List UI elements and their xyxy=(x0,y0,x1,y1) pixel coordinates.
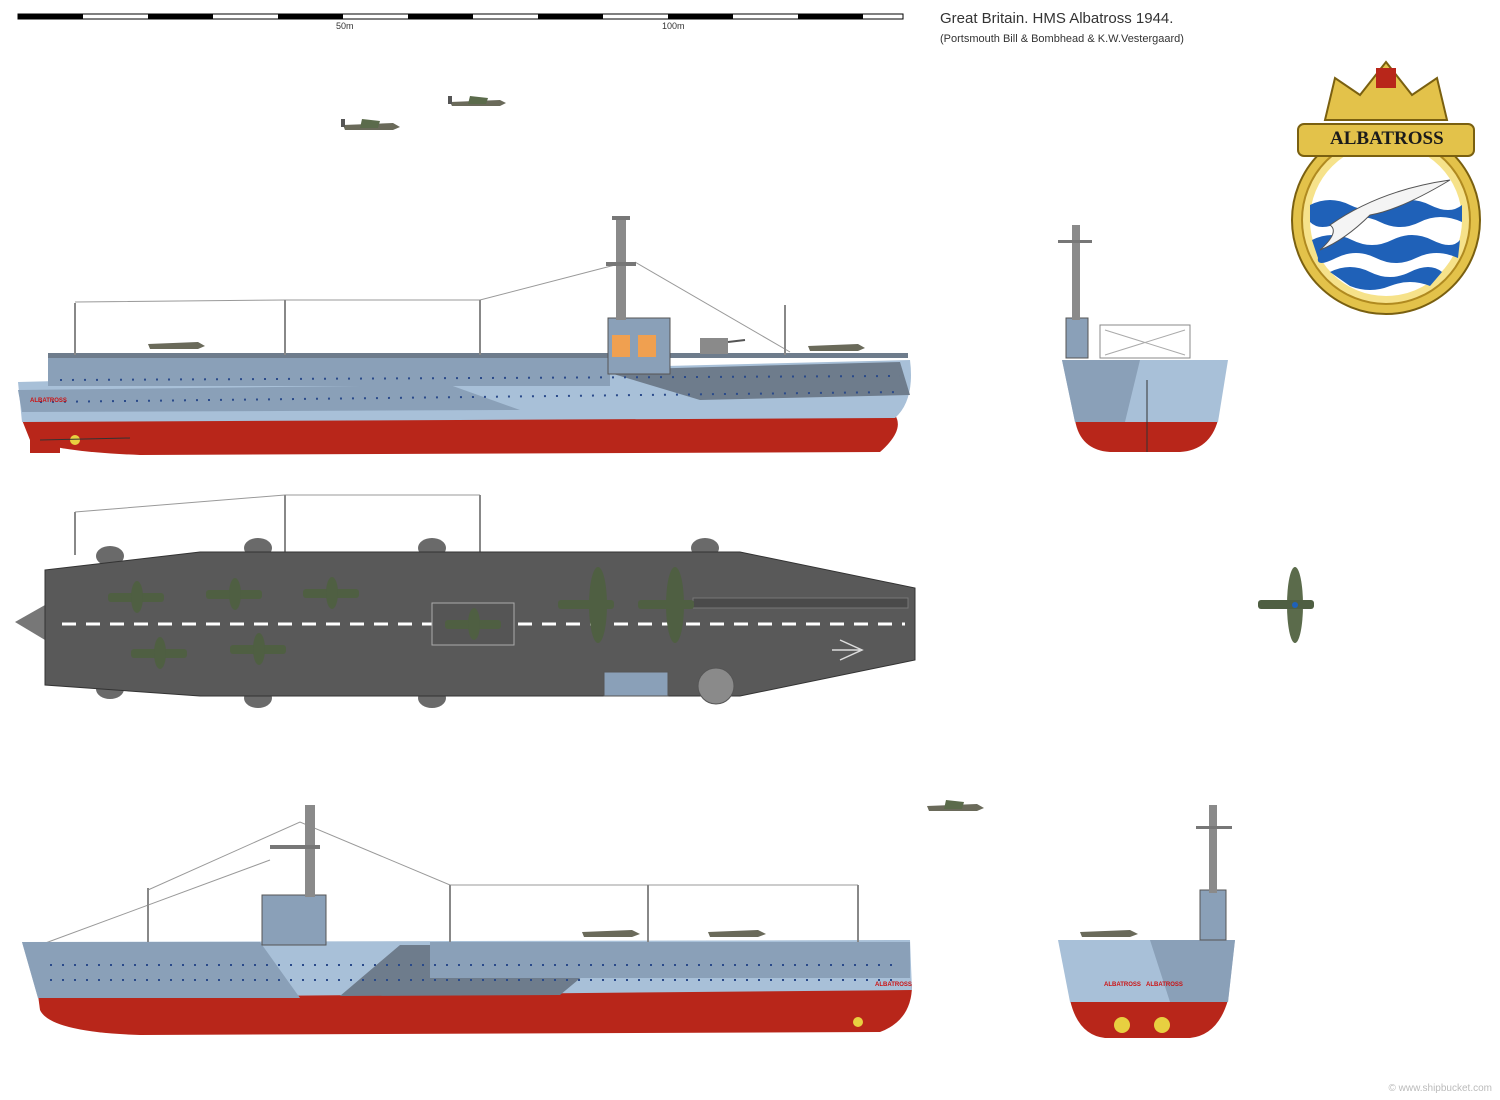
badge-ship-name: ALBATROSS xyxy=(1330,128,1444,149)
stern-name-left: ALBATROSS xyxy=(1104,982,1141,988)
scale-label-50m: 50m xyxy=(336,21,354,31)
starboard-profile xyxy=(18,216,911,455)
stern-name-right: ALBATROSS xyxy=(1146,982,1183,988)
scale-bar xyxy=(17,13,904,20)
port-hull-name: ALBATROSS xyxy=(875,982,912,988)
flight-deck-plan xyxy=(15,494,916,708)
page-title: Great Britain. HMS Albatross 1944. xyxy=(940,10,1174,27)
spitfire-topview xyxy=(1258,567,1314,643)
shipbucket-watermark: © www.shipbucket.com xyxy=(1388,1083,1492,1094)
spitfire-flying-2 xyxy=(341,119,400,130)
spitfire-flying-1 xyxy=(448,96,506,106)
ship-badge xyxy=(1291,60,1481,315)
scale-label-100m: 100m xyxy=(662,21,685,31)
bow-view xyxy=(1058,225,1228,452)
stern-view xyxy=(1058,805,1235,1038)
credits-text: (Portsmouth Bill & Bombhead & K.W.Vester… xyxy=(940,33,1184,45)
port-profile xyxy=(22,805,912,1035)
spitfire-flying-3 xyxy=(927,800,984,811)
starboard-hull-name: ALBATROSS xyxy=(30,398,67,404)
